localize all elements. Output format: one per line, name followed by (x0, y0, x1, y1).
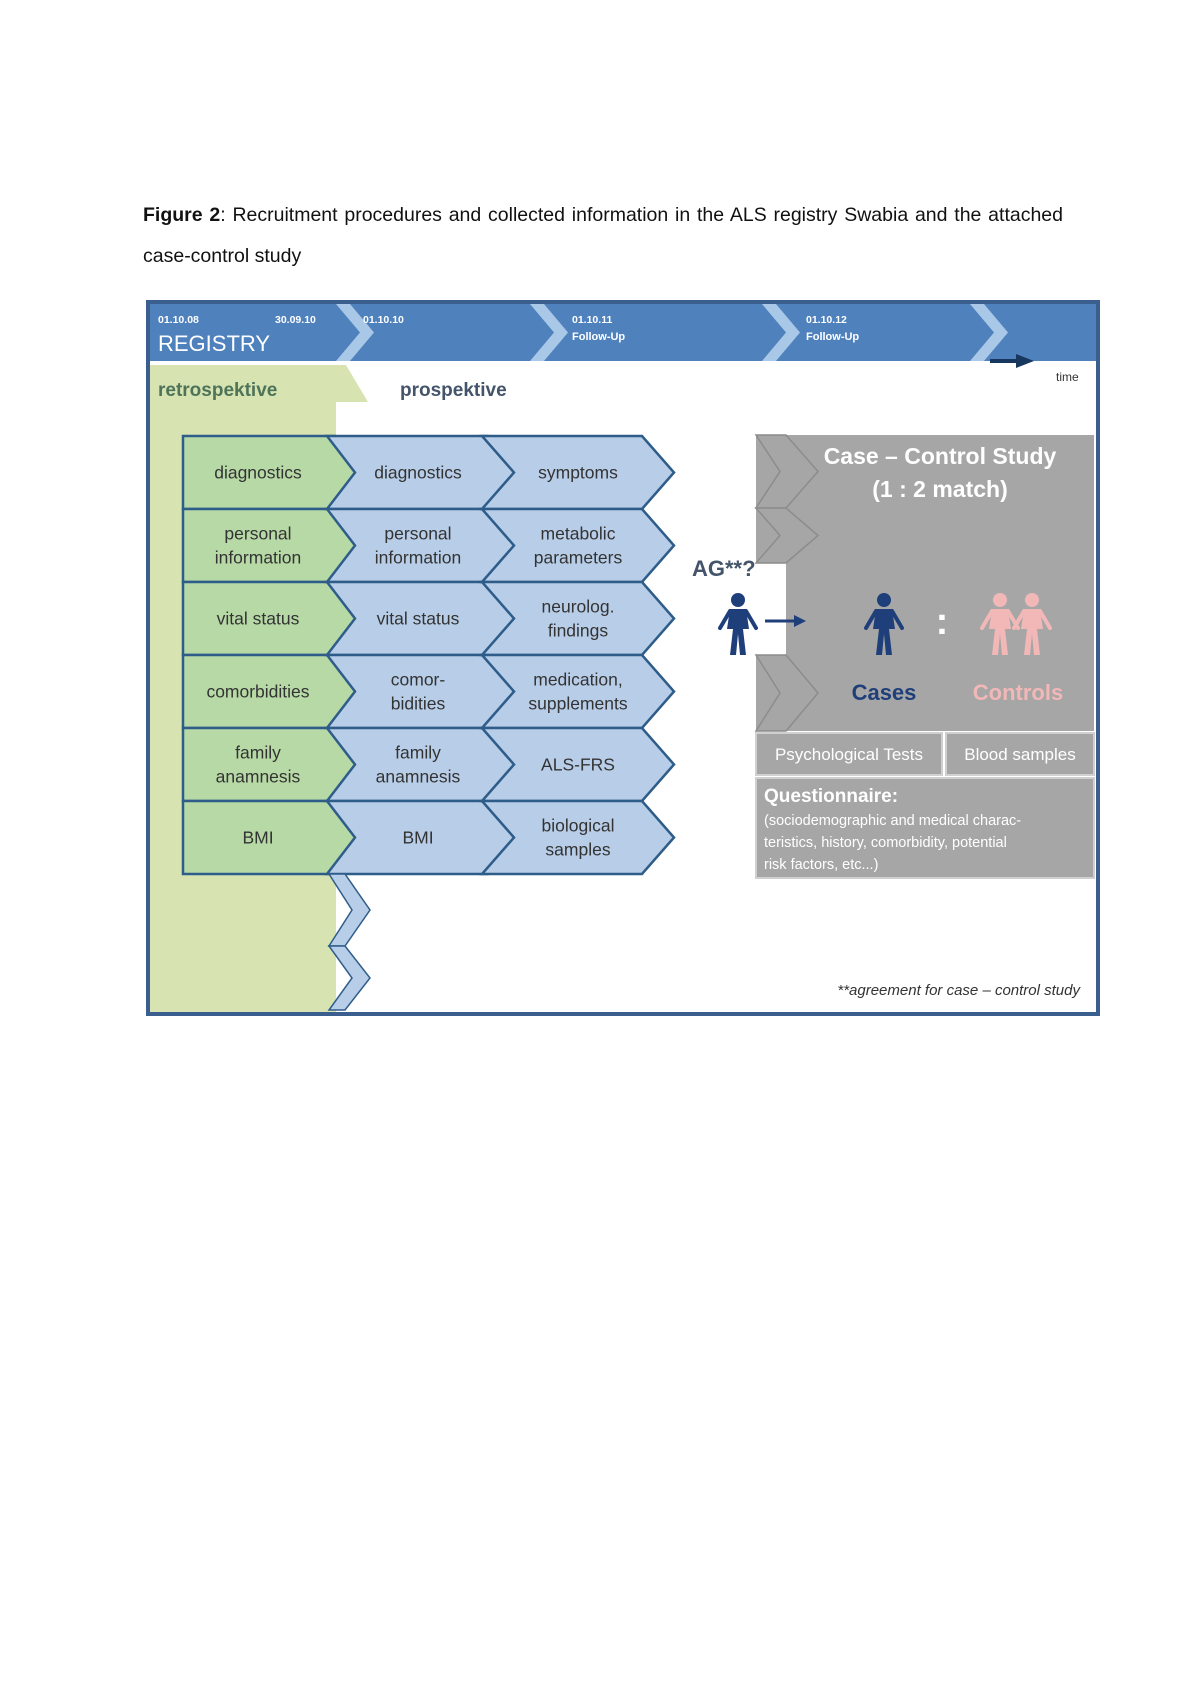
followup-item-label: medication, (533, 670, 623, 690)
retrospective-edge (336, 365, 368, 402)
prospective-item-label: information (375, 548, 462, 568)
header-band (150, 304, 1096, 361)
case-control-match: (1 : 2 match) (872, 476, 1007, 502)
questionnaire-line-1: (sociodemographic and medical charac- (764, 813, 1021, 829)
case-control-panel (786, 435, 1094, 731)
case-control-chevrons (754, 434, 820, 732)
ratio-separator: : (936, 601, 949, 643)
continuation-chevron (327, 945, 371, 1011)
prospective-item-box (324, 653, 518, 730)
followup-item-label: neurolog. (542, 597, 615, 617)
followup2-label: Follow-Up (806, 331, 859, 343)
caption-text: : Recruitment procedures and collected i… (143, 204, 1063, 267)
questionnaire-title: Questionnaire: (764, 786, 898, 807)
time-arrow-head (1016, 354, 1034, 368)
retrospective-item-label: BMI (242, 828, 273, 848)
retrospective-item-label: information (215, 548, 302, 568)
followup2-date: 01.10.12 (806, 314, 847, 326)
header-chevron (336, 304, 374, 361)
retrospective-column: diagnostics personal information vital stat… (181, 434, 365, 876)
prospective-item-label: anamnesis (376, 767, 461, 787)
questionnaire-line-2: teristics, history, comorbidity, potenti… (764, 835, 1007, 851)
retrospective-item-label: family (235, 743, 281, 763)
retrospective-item-label: comorbidities (206, 682, 309, 702)
followup-item-label: samples (545, 840, 610, 860)
recruit-arrow-head (794, 615, 806, 627)
control-person-icon (1012, 593, 1052, 655)
followup-item-label: findings (548, 621, 609, 641)
blood-samples-box (945, 732, 1095, 776)
prospective-item-label: vital status (377, 609, 460, 629)
followup1-date: 01.10.11 (572, 314, 612, 326)
blood-samples-label: Blood samples (964, 745, 1076, 764)
questionnaire-box (755, 777, 1095, 879)
case-control-chevron (754, 507, 820, 564)
prospective-item-label: personal (384, 524, 451, 544)
agreement-label: AG**? (692, 556, 756, 581)
prospective-item-label: family (395, 743, 441, 763)
retrospective-item-label: diagnostics (214, 463, 302, 483)
psych-tests-label: Psychological Tests (775, 745, 923, 764)
cases-label: Cases (852, 680, 917, 705)
footnote: **agreement for case – control study (837, 982, 1081, 999)
date-start-prospective: 01.10.10 (363, 314, 404, 326)
psych-tests-box (755, 732, 943, 776)
retrospective-item-label: vital status (217, 609, 300, 629)
case-control-title: Case – Control Study (824, 443, 1057, 469)
date-end-retro: 30.09.10 (275, 314, 316, 326)
time-label: time (1056, 370, 1079, 384)
registry-label: REGISTRY (158, 331, 270, 356)
prospective-item-label: comor- (391, 670, 446, 690)
prospective-label: prospektive (400, 380, 507, 401)
followup-item-box (479, 799, 676, 876)
date-start: 01.10.08 (158, 314, 199, 326)
prospective-item-label: bidities (391, 694, 446, 714)
figure-caption: Figure 2: Recruitment procedures and col… (143, 195, 1063, 277)
followup1-label: Follow-Up (572, 331, 625, 343)
case-control-chevron (754, 654, 819, 732)
followup-item-label: biological (542, 816, 615, 836)
prospective-item-box (324, 507, 518, 584)
prospective-item-label: diagnostics (374, 463, 462, 483)
retrospective-item-label: personal (224, 524, 291, 544)
followup-item-label: parameters (534, 548, 623, 568)
header-chevrons (336, 304, 1008, 361)
prospective-item-label: BMI (402, 828, 433, 848)
case-person-icon (864, 593, 904, 655)
questionnaire-line-3: risk factors, etc...) (764, 857, 878, 873)
followup-item-label: symptoms (538, 463, 618, 483)
retrospective-label: retrospektive (158, 380, 277, 401)
followup-item-label: ALS-FRS (541, 755, 615, 775)
prospective-item-box (324, 726, 518, 803)
followup-item-label: metabolic (541, 524, 616, 544)
controls-label: Controls (973, 680, 1063, 705)
header-chevron (970, 304, 1008, 361)
continuation-chevrons (327, 873, 371, 1011)
retrospective-item-label: anamnesis (216, 767, 301, 787)
followup-item-label: supplements (528, 694, 627, 714)
figure-label: Figure 2 (143, 204, 221, 226)
header-chevron (762, 304, 800, 361)
header-chevron (530, 304, 568, 361)
person-recruit-icon (718, 593, 758, 655)
followup-column: symptoms metabolic parameters neurolog. find… (479, 434, 676, 876)
